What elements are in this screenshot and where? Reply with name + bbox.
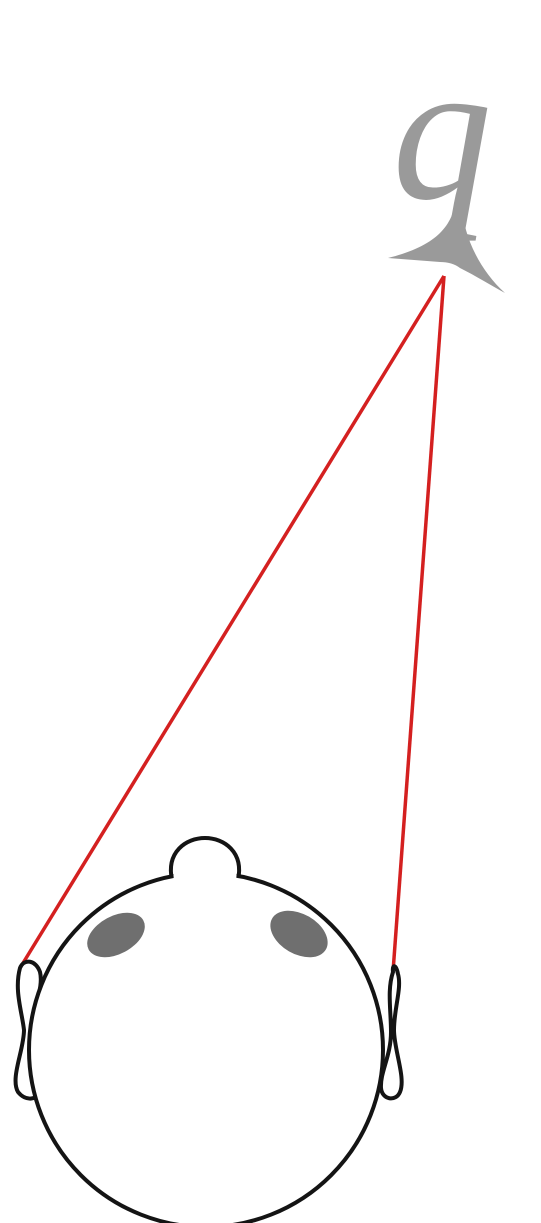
sound-source: q — [388, 21, 505, 293]
source-label: q — [392, 21, 492, 242]
head-outline — [29, 873, 383, 1223]
ray-to-right-ear — [393, 276, 444, 972]
listener-head — [16, 838, 402, 1223]
